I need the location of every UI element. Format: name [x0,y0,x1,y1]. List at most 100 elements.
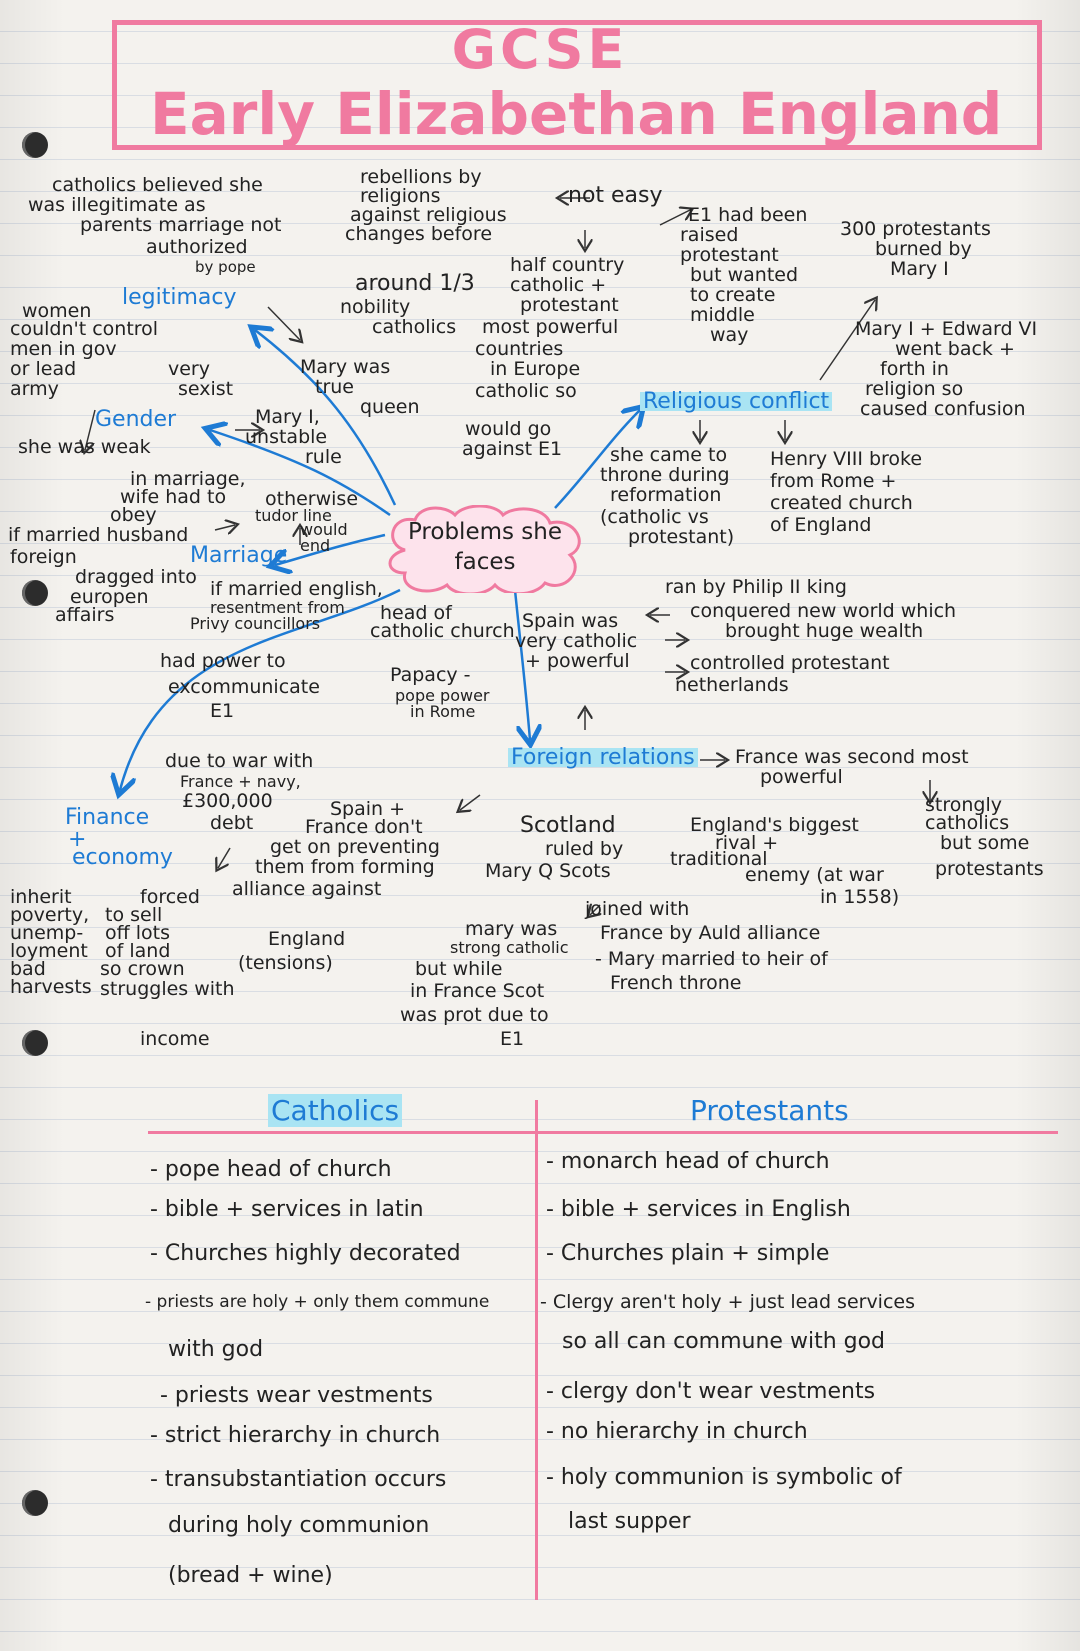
note: sexist [178,378,234,400]
table-cell-protestant: - holy communion is symbolic of [546,1465,902,1490]
note: from Rome + [770,470,897,492]
table-divider-vertical [535,1100,538,1600]
note: against E1 [462,438,563,460]
note: to create [690,284,776,306]
note: Henry VIII broke [770,448,923,470]
branch-finance-plus: + [68,827,87,852]
table-cell-catholic: - pope head of church [150,1157,392,1182]
table-cell-protestant: - Churches plain + simple [546,1241,830,1266]
arrow-to-foreign [513,589,530,740]
note: couldn't control [10,318,159,340]
note: authorized [146,236,248,258]
table-cell-catholic: - bible + services in latin [150,1197,424,1222]
note: religion so [865,378,964,400]
table-cell-catholic: - priests wear vestments [160,1383,433,1408]
note: Mary Q Scots [485,860,611,882]
note: in marriage, [130,468,246,490]
note: of England [770,514,872,536]
branch-legitimacy: legitimacy [122,285,237,310]
branch-gender: Gender [95,407,177,432]
table-cell-protestant: - Clergy aren't holy + just lead service… [540,1291,915,1313]
branch-finance: Finance [65,805,150,830]
centre-cloud [388,505,581,593]
note: most powerful [482,316,619,338]
binder-hole [22,1030,48,1056]
note: due to war with [165,750,314,772]
table-header-protestants: Protestants [690,1094,849,1127]
note: off lots [105,922,171,944]
note: 300 protestants [840,218,991,240]
note: bad [10,958,46,980]
note: enemy (at war [745,864,884,886]
table-cell-catholic: - strict hierarchy in church [150,1423,441,1448]
arrow-to-finance [120,588,401,790]
note: by pope [195,258,256,276]
note: queen [360,396,420,418]
note: way [710,324,749,346]
branch-foreign-relations: Foreign relations [508,747,698,769]
note: went back + [895,338,1015,360]
note: not easy [568,183,663,208]
note: changes before [345,223,493,245]
note: inherit [10,886,72,908]
branch-marriage: Marriage [190,543,288,568]
title-gcse: GCSE [451,18,629,81]
note: powerful [760,766,843,788]
note: but some [940,832,1030,854]
note: Spain + [330,798,406,820]
note: protestant [680,244,779,266]
table-cell-protestant: so all can commune with god [562,1329,886,1354]
note: loyment [10,940,88,962]
table-cell-catholic: - priests are holy + only them commune [145,1292,490,1312]
note: France don't [305,816,423,838]
note: true [315,376,354,398]
note: rule [305,446,342,468]
table-cell-protestant: - bible + services in English [546,1197,851,1222]
note: catholic + [510,274,607,296]
note: debt [210,812,254,834]
note: caused confusion [860,398,1026,420]
branch-religious-conflict: Religious conflict [640,391,833,413]
note: men in gov [10,338,117,360]
note: alliance against [232,878,382,900]
note: brought huge wealth [725,620,924,642]
table-cell-protestant: - clergy don't wear vestments [546,1379,876,1404]
note: unstable [245,426,328,448]
note: was illegitimate as [28,194,206,216]
note: £300,000 [182,790,273,812]
note: religions [360,185,441,207]
note: catholic so [475,380,577,402]
note: forth in [880,358,949,380]
note: struggles with [100,978,235,1000]
note: (tensions) [238,952,333,974]
note: reformation [610,484,722,506]
note: - Mary married to heir of [595,948,828,970]
branch-economy: economy [72,845,173,870]
note: dragged into [75,566,197,588]
note: Spain was [522,610,619,632]
note: in Rome [410,702,476,721]
note: tudor line [255,506,332,525]
note: them from forming [255,856,435,878]
note: she was weak [18,436,151,458]
note: E1 [210,700,235,722]
note: if married english, [210,578,383,600]
note: of land [105,940,171,962]
note: foreign [10,546,77,568]
note: get on preventing [270,836,440,858]
note: countries [475,338,564,360]
note: throne during [600,464,730,486]
note: mary was [465,918,558,940]
table-cell-catholic: during holy communion [168,1513,430,1538]
arrow-to-religious [554,410,640,509]
note: head of [380,602,452,624]
table-cell-protestant: - no hierarchy in church [546,1419,808,1444]
note: Mary was [300,356,391,378]
note: conquered new world which [690,600,957,622]
note: burned by [875,238,972,260]
table-cell-catholic: (bread + wine) [168,1563,333,1588]
arrow-to-gender [210,430,391,517]
note: but while [415,958,503,980]
